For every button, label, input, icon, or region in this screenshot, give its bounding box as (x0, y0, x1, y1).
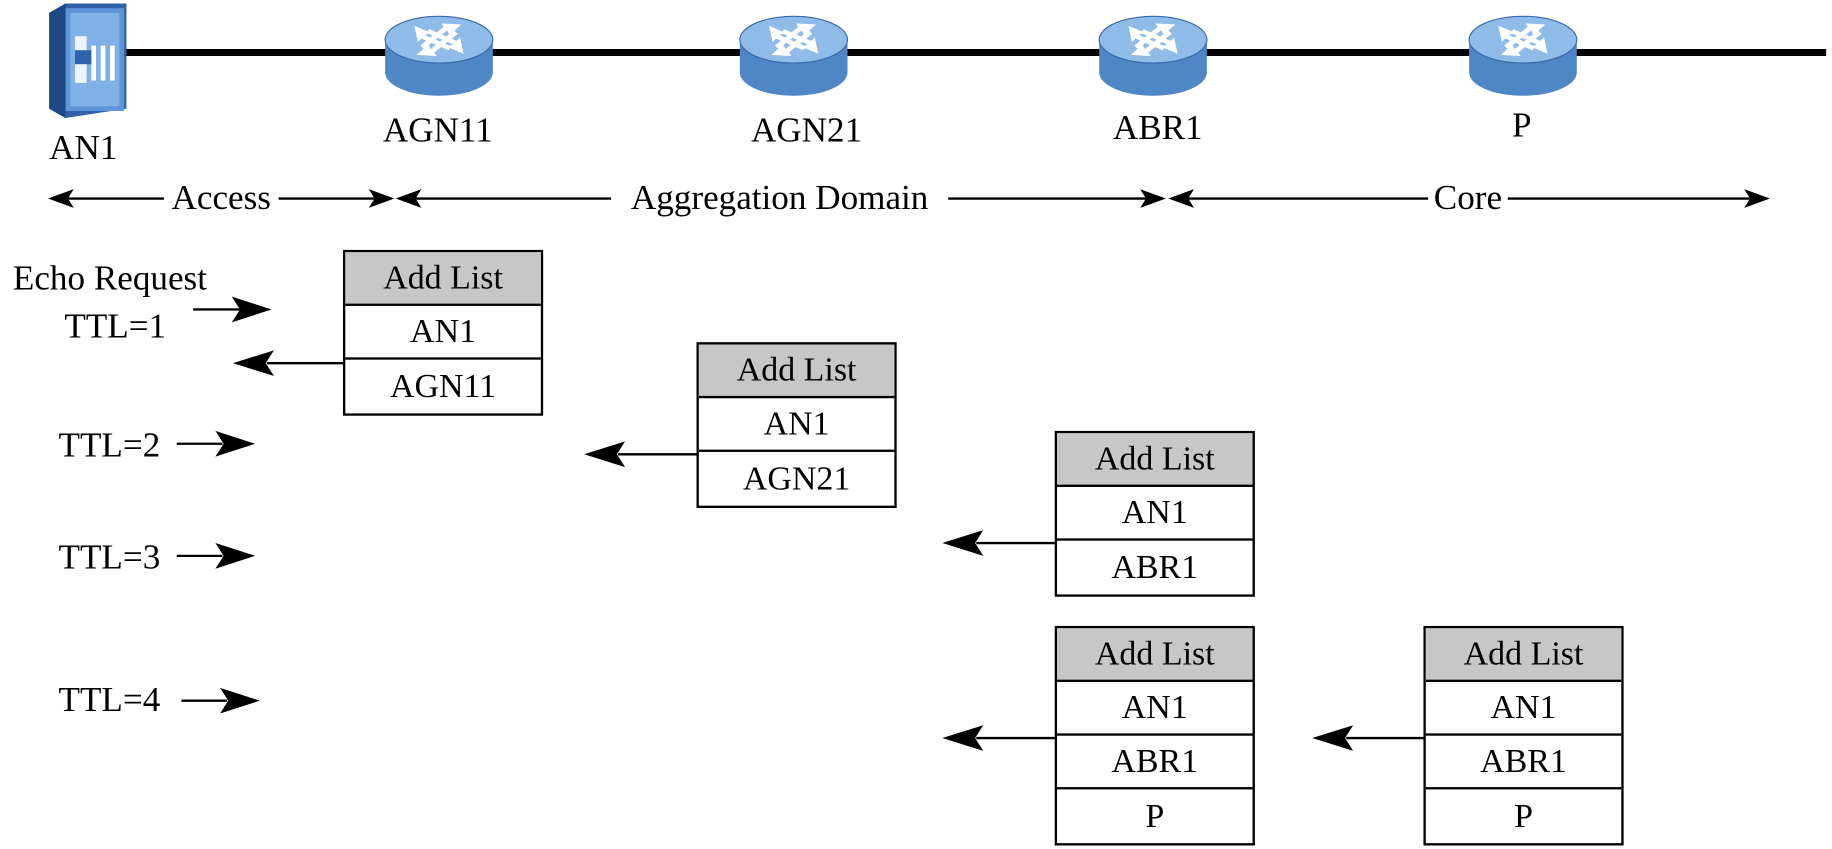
table-header: Add List (1425, 628, 1622, 682)
device-label-abr1: ABR1 (1112, 108, 1203, 148)
ttl4-reply-arrow-p (1312, 725, 1425, 751)
router-icon-agn21 (739, 14, 849, 100)
router-icon-p (1468, 14, 1578, 100)
access-node-icon (49, 3, 129, 121)
ttl4-reply-arrow-abr1 (942, 725, 1056, 751)
table-row: AN1 (1057, 682, 1253, 736)
device-label-agn11: AGN11 (382, 110, 493, 150)
table-row: AN1 (345, 306, 541, 360)
add-list-table-agn11: Add List AN1 AGN11 (342, 249, 544, 416)
table-row: AN1 (1425, 682, 1622, 736)
table-header: Add List (1057, 628, 1253, 682)
router-icon (1098, 15, 1208, 96)
table-row: P (1514, 797, 1533, 835)
ttl4-request-arrow (181, 687, 260, 714)
router-icon-abr1 (1098, 14, 1208, 100)
table-row: P (1145, 797, 1165, 835)
domain-label-access: Access (171, 178, 271, 218)
echo-request-label: Echo Request (12, 259, 207, 298)
add-list-table-abr1-ttl4: Add List AN1 ABR1 P (1054, 625, 1255, 846)
ttl2-reply-arrow (584, 441, 698, 468)
access-domain-arrow (47, 189, 395, 208)
ttl1-request-arrow (193, 296, 272, 323)
add-list-table-abr1: Add List AN1 ABR1 (1054, 430, 1255, 597)
ttl3-label: TTL=3 (58, 538, 161, 577)
core-domain-arrow (1168, 189, 1770, 208)
ttl1-reply-arrow (232, 350, 345, 377)
table-row: AN1 (698, 398, 895, 452)
ttl2-label: TTL=2 (58, 426, 161, 465)
domain-label-core: Core (1433, 178, 1503, 218)
device-label-agn21: AGN21 (750, 110, 863, 150)
table-row: ABR1 (1057, 736, 1253, 790)
table-header: Add List (345, 252, 541, 306)
table-row: AN1 (1057, 487, 1253, 541)
router-icon-agn11 (384, 14, 494, 100)
aggregation-domain-arrow (395, 189, 1166, 208)
device-label-an1: AN1 (49, 128, 118, 167)
ttl3-request-arrow (176, 543, 256, 569)
ttl4-label: TTL=4 (58, 680, 161, 720)
ttl3-reply-arrow (942, 530, 1056, 556)
add-list-table-p: Add List AN1 ABR1 P (1423, 625, 1624, 846)
router-icon (1468, 15, 1578, 96)
domain-label-aggregation: Aggregation Domain (630, 178, 929, 218)
router-icon (739, 15, 849, 96)
table-row: ABR1 (1425, 736, 1622, 790)
ttl1-label: TTL=1 (64, 307, 167, 346)
table-row: AGN21 (742, 459, 851, 497)
device-label-p: P (1512, 106, 1532, 145)
table-header: Add List (698, 344, 895, 399)
add-list-table-agn21: Add List AN1 AGN21 (696, 342, 897, 508)
router-icon (384, 15, 494, 96)
table-row: AGN11 (389, 367, 497, 405)
ttl2-request-arrow (176, 430, 256, 457)
table-header: Add List (1057, 433, 1253, 487)
table-row: ABR1 (1111, 548, 1199, 586)
